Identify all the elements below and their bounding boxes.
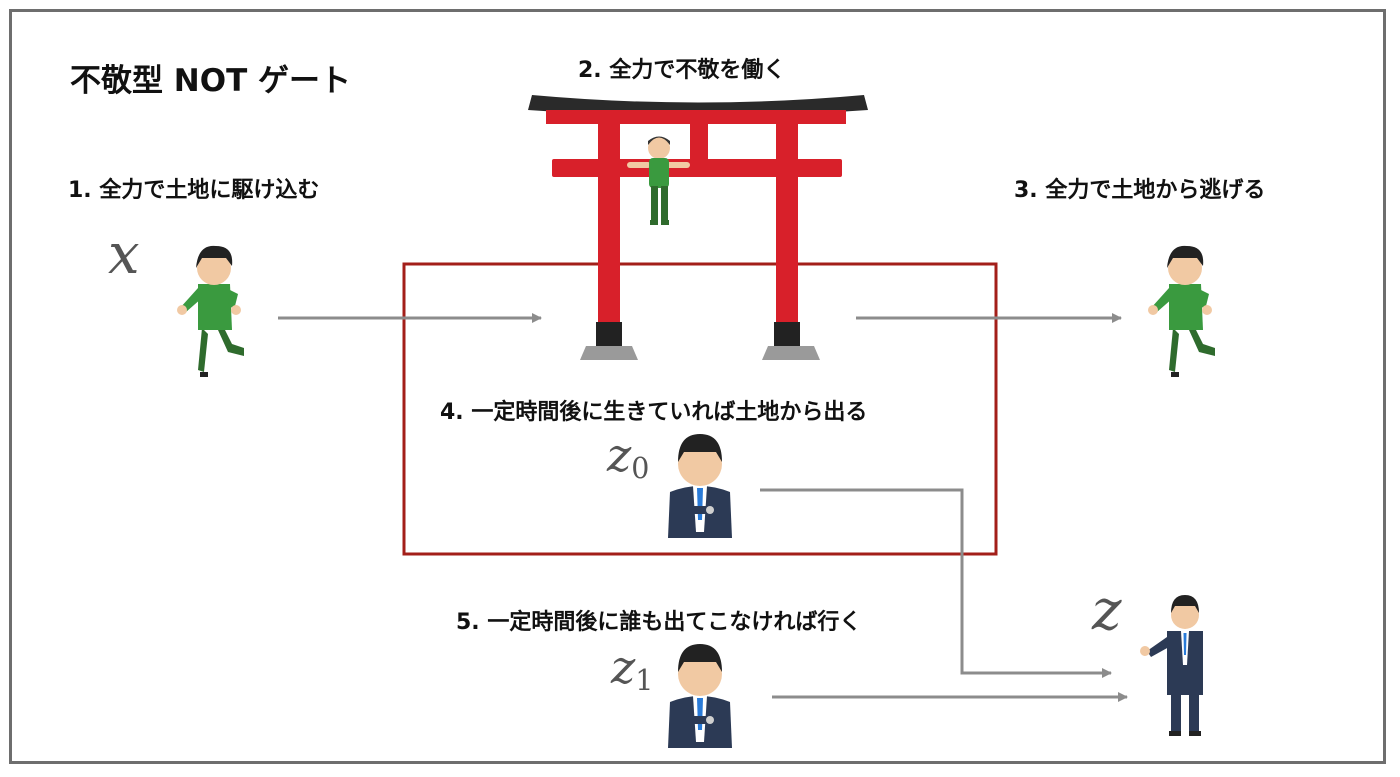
- running-person-x-icon: [177, 245, 244, 377]
- highlight-box: [402, 262, 998, 556]
- variable-x-label: x: [108, 222, 140, 287]
- variable-z1-base: z: [611, 640, 636, 694]
- businessman-z0-icon: [668, 434, 732, 538]
- arrow-z0-to-z: [760, 488, 1112, 678]
- variable-z0-subscript: 0: [631, 452, 650, 486]
- step-5-label: 5. 一定時間後に誰も出てこなければ行く: [456, 610, 862, 635]
- variable-z-label: z: [1092, 578, 1122, 643]
- variable-z1-label: z1: [611, 640, 653, 697]
- variable-z1-subscript: 1: [635, 664, 654, 698]
- step-1-label: 1. 全力で土地に駆け込む: [68, 178, 320, 203]
- diagram-frame: [9, 9, 1386, 764]
- step-4-label: 4. 一定時間後に生きていれば土地から出る: [440, 400, 868, 425]
- step-3-label: 3. 全力で土地から逃げる: [1014, 178, 1266, 203]
- variable-z0-base: z: [607, 428, 632, 482]
- diagram-title: 不敬型 NOT ゲート: [70, 63, 352, 99]
- torii-gate-icon: [528, 95, 868, 360]
- businessman-z-icon: [1140, 595, 1203, 736]
- variable-z0-label: z0: [607, 428, 649, 485]
- running-person-escape-icon: [1148, 245, 1215, 377]
- businessman-z1-icon: [668, 644, 732, 748]
- hanging-person-icon: [627, 136, 690, 225]
- step-2-label: 2. 全力で不敬を働く: [578, 58, 786, 83]
